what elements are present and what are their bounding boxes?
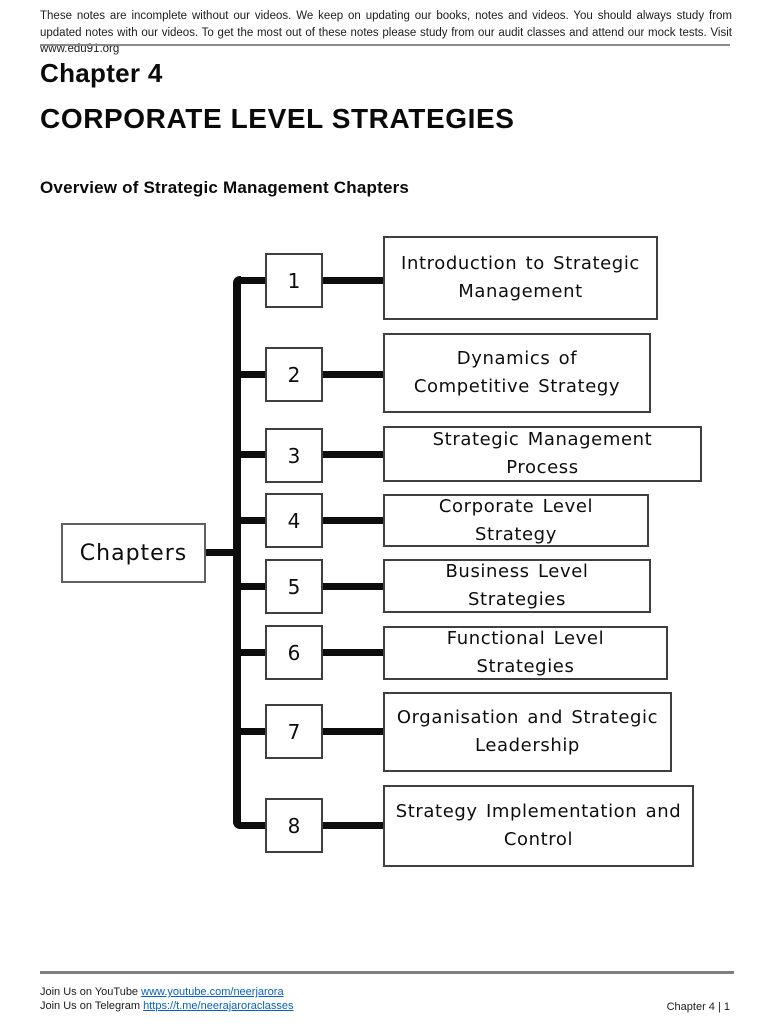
chapters-root-box: Chapters bbox=[61, 523, 206, 583]
connector-number-to-title-7 bbox=[321, 728, 385, 735]
title-box-4: Corporate Level Strategy bbox=[383, 494, 649, 547]
number-label-1: 1 bbox=[287, 268, 301, 293]
header-divider bbox=[40, 44, 730, 46]
chapter-title-1: Introduction to Strategic Management bbox=[401, 253, 640, 302]
title-box-8: Strategy Implementation and Control bbox=[383, 785, 694, 867]
chapters-root-label: Chapters bbox=[79, 540, 188, 566]
footer-telegram-line: Join Us on Telegram https://t.me/neeraja… bbox=[40, 1000, 294, 1012]
connector-number-to-title-6 bbox=[321, 649, 385, 656]
number-label-5: 5 bbox=[287, 574, 301, 599]
number-label-4: 4 bbox=[287, 508, 301, 533]
connector-spine-to-number-7 bbox=[239, 728, 267, 735]
connector-number-to-title-4 bbox=[321, 517, 385, 524]
number-box-4: 4 bbox=[265, 493, 323, 548]
chapter-title-3: Strategic Management Process bbox=[432, 429, 653, 478]
number-box-1: 1 bbox=[265, 253, 323, 308]
connector-spine-to-number-8 bbox=[239, 822, 267, 829]
connector-spine-to-number-5 bbox=[239, 583, 267, 590]
main-heading: CORPORATE LEVEL STRATEGIES bbox=[40, 103, 515, 134]
connector-spine-to-number-6 bbox=[239, 649, 267, 656]
title-box-6: Functional Level Strategies bbox=[383, 626, 668, 680]
number-label-2: 2 bbox=[287, 362, 301, 387]
connector-number-to-title-5 bbox=[321, 583, 385, 590]
page-number: Chapter 4 | 1 bbox=[666, 1001, 730, 1013]
chapters-diagram: Chapters 1 Introduction to Strategic Man… bbox=[61, 236, 702, 867]
connector-number-to-title-3 bbox=[321, 451, 385, 458]
chapter-title-5: Business Level Strategies bbox=[445, 561, 589, 610]
connector-number-to-title-2 bbox=[321, 371, 385, 378]
number-box-2: 2 bbox=[265, 347, 323, 402]
number-label-3: 3 bbox=[287, 443, 301, 468]
chapter-title-8: Strategy Implementation and Control bbox=[395, 801, 682, 850]
number-label-7: 7 bbox=[287, 719, 301, 744]
section-heading: Overview of Strategic Management Chapter… bbox=[40, 178, 410, 197]
chapter-title-7: Organisation and Strategic Leadership bbox=[396, 707, 659, 756]
connector-number-to-title-8 bbox=[321, 822, 385, 829]
chapter-title-6: Functional Level Strategies bbox=[446, 628, 605, 677]
chapter-title-2: Dynamics of Competitive Strategy bbox=[413, 348, 621, 397]
footer-youtube-line: Join Us on YouTube www.youtube.com/neerj… bbox=[40, 986, 284, 998]
title-box-5: Business Level Strategies bbox=[383, 559, 651, 613]
connector-spine-to-number-2 bbox=[239, 371, 267, 378]
title-box-2: Dynamics of Competitive Strategy bbox=[383, 333, 651, 413]
number-box-3: 3 bbox=[265, 428, 323, 483]
connector-spine-to-number-1 bbox=[239, 277, 267, 284]
number-box-8: 8 bbox=[265, 798, 323, 853]
title-box-3: Strategic Management Process bbox=[383, 426, 702, 482]
title-box-1: Introduction to Strategic Management bbox=[383, 236, 658, 320]
youtube-label: Join Us on YouTube bbox=[40, 986, 142, 998]
connector-root-to-spine bbox=[203, 549, 235, 556]
chapter-title-4: Corporate Level Strategy bbox=[438, 495, 594, 545]
title-box-7: Organisation and Strategic Leadership bbox=[383, 692, 672, 772]
number-box-5: 5 bbox=[265, 559, 323, 614]
connector-spine-to-number-3 bbox=[239, 451, 267, 458]
chapter-heading: Chapter 4 bbox=[40, 58, 163, 88]
header-disclaimer: These notes are incomplete without our v… bbox=[40, 10, 732, 55]
number-box-7: 7 bbox=[265, 704, 323, 759]
number-box-6: 6 bbox=[265, 625, 323, 680]
connector-number-to-title-1 bbox=[321, 277, 385, 284]
diagram-spine-line bbox=[233, 276, 241, 829]
footer-divider bbox=[40, 971, 734, 974]
telegram-link[interactable]: https://t.me/neerajaroraclasses bbox=[143, 1000, 294, 1012]
youtube-link[interactable]: www.youtube.com/neerjarora bbox=[141, 986, 284, 998]
number-label-6: 6 bbox=[287, 640, 301, 665]
number-label-8: 8 bbox=[287, 813, 301, 838]
telegram-label: Join Us on Telegram bbox=[40, 1000, 144, 1012]
connector-spine-to-number-4 bbox=[239, 517, 267, 524]
